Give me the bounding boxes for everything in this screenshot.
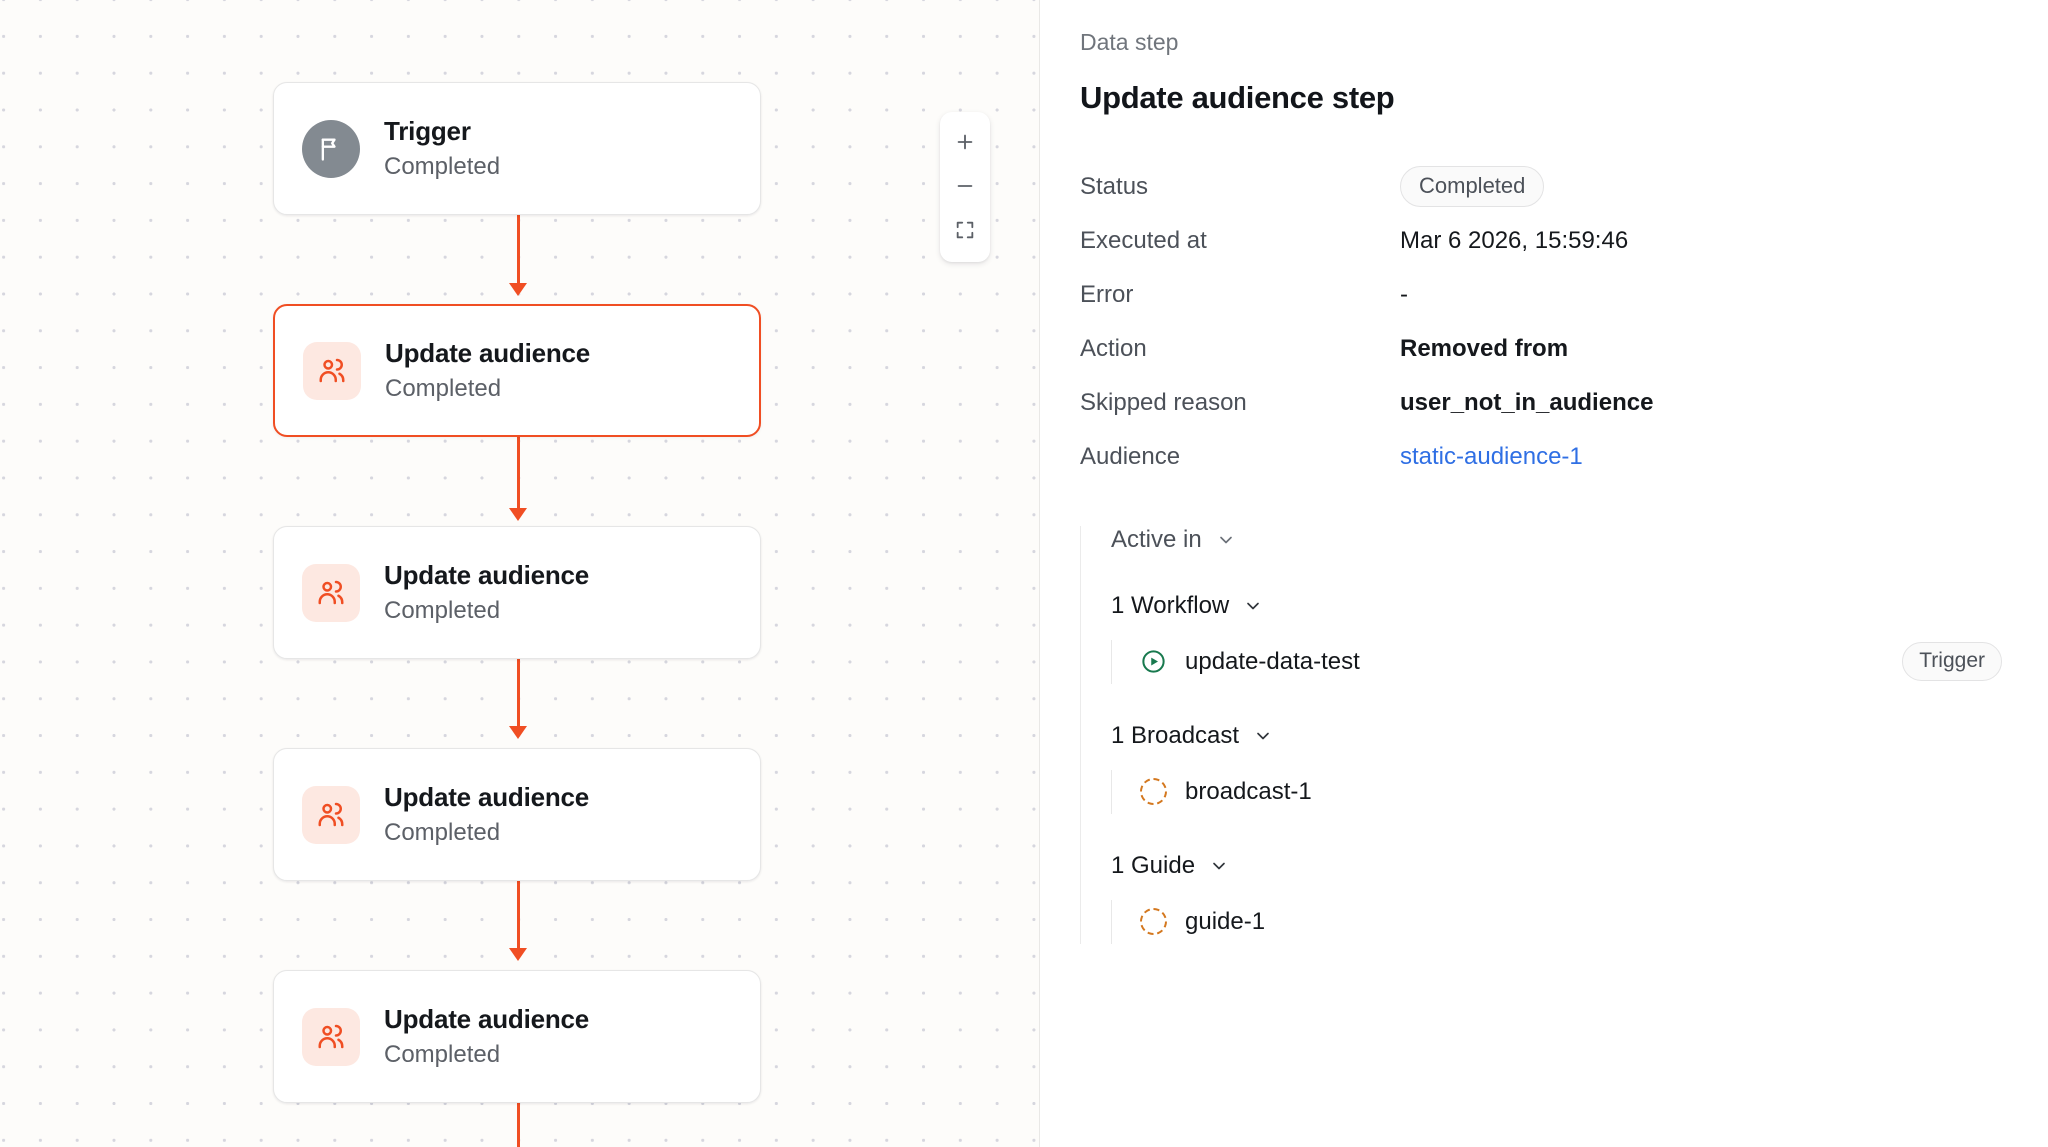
zoom-out-button[interactable] [940,164,990,208]
chevron-down-icon [1209,856,1229,876]
flow-node-status: Completed [385,374,502,402]
connector-arrow-4 [509,948,527,961]
chevron-down-icon [1216,530,1236,550]
users-icon [302,785,360,844]
flow-node-text: Update audience Completed [385,337,591,402]
flow-node-text: Update audience Completed [384,559,590,624]
status-badge: Completed [1400,166,1545,208]
flow-node-update-audience-2[interactable]: Update audience Completed [273,526,761,659]
flow-node-update-audience-4[interactable]: Update audience Completed [273,970,761,1103]
connector-3 [517,652,520,730]
flow-node-title: Trigger [384,115,471,146]
connector-5 [517,1096,520,1147]
active-in-group-guide: 1 Guide guide-1 [1111,852,2002,944]
detail-row-error: Error - [1080,268,2002,322]
panel-kicker: Data step [1080,29,1179,55]
dashed-circle-icon [1140,778,1167,806]
connector-1 [517,207,520,285]
active-in-section: Active in 1 Workflow [1080,525,2002,944]
flow-node-title: Update audience [385,337,591,368]
group-items: update-data-test Trigger [1111,639,2002,684]
chevron-down-icon [1243,596,1263,616]
detail-row-executed-at: Executed at Mar 6 2026, 15:59:46 [1080,214,2002,268]
group-label: 1 Guide [1111,851,1196,879]
active-in-toggle[interactable]: Active in [1111,526,2002,554]
group-toggle-guide[interactable]: 1 Guide [1111,852,2002,880]
detail-label: Action [1080,334,1147,362]
group-items: broadcast-1 [1111,769,2002,814]
flow-node-title: Update audience [384,559,590,590]
flow-node-title: Update audience [384,781,590,812]
detail-label: Skipped reason [1080,388,1247,416]
detail-label: Audience [1080,442,1181,470]
play-circle-icon [1140,648,1167,675]
list-item[interactable]: guide-1 [1140,900,2002,944]
flag-icon [302,119,360,178]
group-label: 1 Workflow [1111,591,1230,619]
users-icon [302,1007,360,1066]
entity-name: guide-1 [1185,907,1266,935]
detail-row-audience: Audience static-audience-1 [1080,430,2002,484]
flow-node-status: Completed [384,596,501,624]
active-in-group-broadcast: 1 Broadcast broadcast-1 [1111,722,2002,814]
flow-node-status: Completed [384,152,501,180]
active-in-group-workflow: 1 Workflow update-data-test Trigger [1111,592,2002,684]
entity-badge-trigger: Trigger [1902,642,2002,682]
group-items: guide-1 [1111,899,2002,944]
detail-row-skipped-reason: Skipped reason user_not_in_audience [1080,376,2002,430]
group-label: 1 Broadcast [1111,721,1240,749]
flow-graph: Trigger Completed Update audience Comp [273,82,761,1147]
connector-4 [517,874,520,952]
detail-list: Status Completed Executed at Mar 6 2026,… [1080,160,2002,484]
detail-value: Removed from [1400,334,1569,362]
list-item[interactable]: update-data-test Trigger [1140,640,2002,684]
workflow-canvas[interactable]: Trigger Completed Update audience Comp [0,0,1040,1147]
zoom-controls [940,112,990,262]
detail-value: Mar 6 2026, 15:59:46 [1400,226,1629,254]
fit-view-button[interactable] [940,208,990,252]
flow-node-update-audience-selected[interactable]: Update audience Completed [273,304,761,437]
step-detail-panel: Data step Update audience step Status Co… [1040,0,2048,1147]
group-toggle-broadcast[interactable]: 1 Broadcast [1111,722,2002,750]
list-item[interactable]: broadcast-1 [1140,770,2002,814]
zoom-in-button[interactable] [940,120,990,164]
detail-label: Executed at [1080,226,1207,254]
flow-node-trigger[interactable]: Trigger Completed [273,82,761,215]
active-in-label: Active in [1111,525,1202,553]
page-title: Update audience step [1080,79,1395,115]
connector-2 [517,430,520,515]
group-toggle-workflow[interactable]: 1 Workflow [1111,592,2002,620]
users-icon [302,563,360,622]
flow-node-text: Trigger Completed [384,115,501,180]
flow-node-update-audience-3[interactable]: Update audience Completed [273,748,761,881]
detail-row-status: Status Completed [1080,160,2002,214]
users-icon [303,341,361,400]
detail-value: - [1400,280,1408,308]
flow-node-status: Completed [384,1040,501,1068]
entity-name: update-data-test [1185,647,1360,675]
detail-label: Status [1080,172,1149,200]
connector-arrow-3 [509,726,527,739]
detail-label: Error [1080,280,1134,308]
connector-arrow-2 [509,508,527,521]
flow-node-text: Update audience Completed [384,781,590,846]
dashed-circle-icon [1140,908,1167,936]
connector-arrow-1 [509,283,527,296]
detail-value: user_not_in_audience [1400,388,1654,416]
audience-link[interactable]: static-audience-1 [1400,442,1583,470]
flow-node-status: Completed [384,818,501,846]
chevron-down-icon [1253,726,1273,746]
entity-name: broadcast-1 [1185,777,1312,805]
flow-node-text: Update audience Completed [384,1003,590,1068]
flow-node-title: Update audience [384,1003,590,1034]
detail-row-action: Action Removed from [1080,322,2002,376]
